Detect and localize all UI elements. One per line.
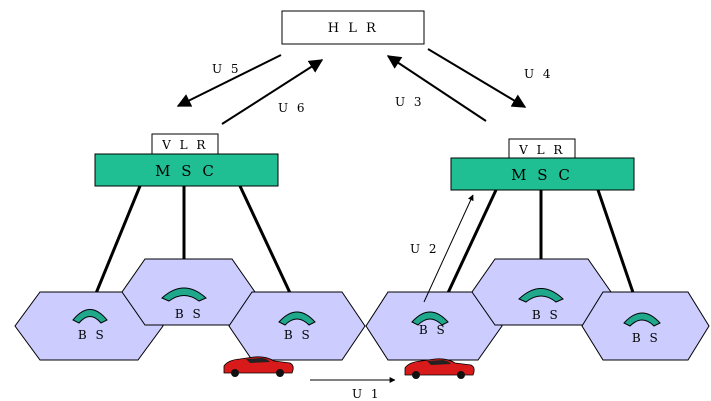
msc-right: V L R M S C <box>450 138 635 191</box>
bs-cell-hexagon <box>228 291 366 361</box>
link-left-msc-bs1 <box>88 185 142 309</box>
car-window <box>427 360 451 365</box>
vlr-label-right: V L R <box>518 143 565 157</box>
base-station-5: B S <box>471 258 612 326</box>
message-label-u4: U 4 <box>524 67 553 81</box>
vlr-label-left: V L R <box>161 138 208 152</box>
arrow-u5 <box>176 54 282 107</box>
hlr-label: H L R <box>328 21 379 36</box>
message-label-u2: U 2 <box>410 242 439 256</box>
car-wheel <box>276 369 284 377</box>
msc-left: V L R M S C <box>94 133 279 187</box>
thin-arrows <box>310 194 474 383</box>
car-icon-end <box>404 358 475 379</box>
car-wheel <box>231 369 239 377</box>
arrow-u3 <box>386 55 487 122</box>
msc-label-left: M S C <box>155 162 217 180</box>
car-body <box>404 358 475 376</box>
car-wheel <box>412 371 420 379</box>
base-station-4: B S <box>365 291 503 361</box>
phone-icon <box>623 312 661 327</box>
base-station-6: B S <box>581 291 710 361</box>
car-wheel <box>457 371 465 379</box>
base-station-2: B S <box>121 258 256 326</box>
msc-label-right: M S C <box>511 166 573 184</box>
msc-box-left <box>94 153 279 187</box>
link-left-msc-bs3 <box>238 185 300 311</box>
phone-icon <box>411 311 449 326</box>
message-label-u6: U 6 <box>278 101 307 115</box>
bs-label: B S <box>284 328 312 342</box>
phone-icon <box>161 287 207 302</box>
hlr-box <box>281 10 425 45</box>
phone-icon <box>518 288 564 303</box>
bs-label: B S <box>78 328 106 342</box>
phone-icon <box>278 311 316 326</box>
arrow-u2 <box>423 194 474 303</box>
msc-bs-links <box>88 185 642 314</box>
message-label-u5: U 5 <box>212 62 241 76</box>
msc-box-right <box>450 157 635 191</box>
base-station-3: B S <box>228 291 366 361</box>
phone-icon <box>72 309 108 324</box>
car-window <box>246 358 270 363</box>
car-icon-start <box>223 356 294 377</box>
link-right-msc-bs4 <box>438 189 498 311</box>
arrow-u4 <box>427 48 527 108</box>
bs-label: B S <box>632 331 660 345</box>
bs-label: B S <box>175 307 203 321</box>
hlr-node: H L R <box>281 10 425 45</box>
arrow-u6 <box>221 59 324 125</box>
bs-label: B S <box>532 308 560 322</box>
message-label-u1: U 1 <box>352 387 381 401</box>
bs-cell-hexagon <box>581 291 710 361</box>
message-label-u3: U 3 <box>395 95 424 109</box>
bs-label: B S <box>419 323 447 337</box>
signaling-arrows <box>176 48 527 125</box>
car-body <box>223 356 294 374</box>
